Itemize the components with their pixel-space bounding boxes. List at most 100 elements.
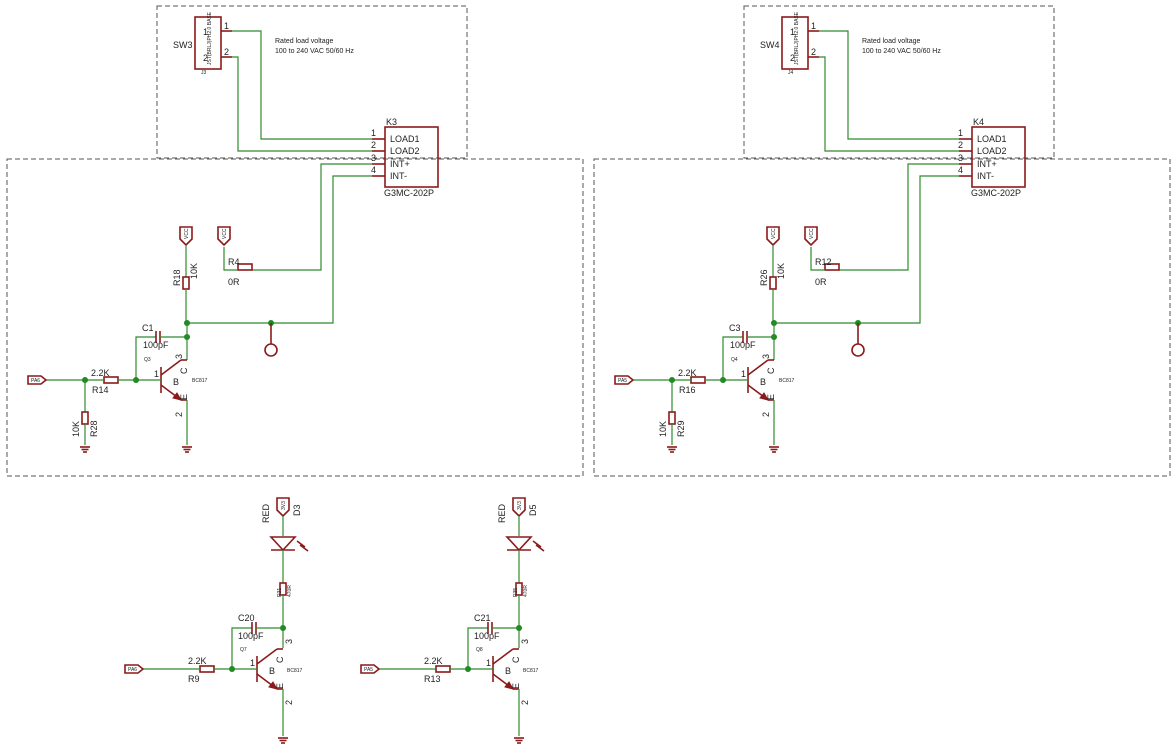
r-pull-value: 10K [776,263,786,279]
resistor [824,263,840,271]
pin-label-b: B [173,377,179,387]
r-series-value: 0R [228,277,240,287]
cap-name: C3 [729,323,741,333]
switch-name: SW4 [760,40,780,50]
net-port-label: PA5 [364,667,373,673]
relay-pin-label: LOAD1 [977,134,1007,144]
net-port-label: PA6 [31,378,40,384]
q-pin-3: 3 [520,639,530,644]
r-down-name: R29 [676,420,686,437]
connector-body [194,16,222,70]
pin-label-b: B [760,377,766,387]
wire [223,247,238,271]
rb-name: R13 [424,674,441,684]
led-color: RED [497,503,507,523]
q-name: Q8 [476,647,483,653]
supply-label: 3V3 [281,501,287,510]
q-part: BC817 [287,668,303,674]
cap-name: C20 [238,613,255,623]
connector-series: JST(BRLJ)PH2.0 BASE [794,11,800,65]
resistor [199,665,215,673]
wire [819,30,959,140]
pin-label-e: E [275,683,285,689]
pin-num: 1 [224,21,229,31]
pin-1: 1 [790,27,795,37]
relay-pin-num: 1 [371,128,376,138]
cap-value: 100pF [474,631,500,641]
transistor-collector [256,648,278,665]
led-ray [532,540,542,548]
pin-label-e: E [766,394,776,400]
wire [774,175,959,324]
q-pin-1: 1 [154,369,159,379]
pin-label-c: C [766,367,776,374]
q-name: Q3 [144,357,151,363]
resistor [668,411,676,425]
rating-note: 100 to 240 VAC 50/60 Hz [862,48,941,55]
led-color: RED [261,503,271,523]
relay-part: G3MC-202P [971,188,1021,198]
r-base-value: 2.2K [91,368,110,378]
r-pull-name: R18 [172,269,182,286]
net-port [614,375,635,385]
wire [722,336,743,380]
q-pin-2: 2 [174,412,184,417]
net-port [124,664,145,674]
relay-body [971,126,1026,188]
pin-num: 2 [811,47,816,57]
wire [187,175,372,324]
led-name: D3 [292,504,302,516]
cap-value: 100pF [143,340,169,350]
switch-frame [156,5,468,159]
transistor-collector [160,359,182,376]
transistor-arrow [172,392,183,401]
pin-label-e: E [511,683,521,689]
led-ray [535,544,545,552]
led-res-value: 470R [287,585,293,597]
relay-pin-label: INT- [977,171,994,181]
rb-name: R9 [188,674,200,684]
relay-body [384,126,439,188]
relay-pin-num: 2 [371,140,376,150]
connector-ref: J3 [201,70,207,76]
q-pin-1: 1 [250,658,255,668]
wire [252,163,372,271]
relay-pin-label: INT- [390,171,407,181]
r-series-name: R12 [815,257,832,267]
q-pin-2: 2 [284,700,294,705]
relay-name: K3 [386,117,397,127]
led-triangle [505,536,533,552]
supply-symbol [804,226,818,247]
resistor [81,411,89,425]
r-series-value: 0R [815,277,827,287]
relay-pin-num: 3 [371,153,376,163]
q-part: BC817 [523,668,539,674]
transistor-arrow [268,681,279,690]
relay-pin-num: 4 [958,165,963,175]
relay-pin-num: 4 [371,165,376,175]
relay-name: K4 [973,117,984,127]
led-res-value: 470R [523,585,529,597]
pin-label-b: B [505,666,511,676]
transistor-collector [492,648,514,665]
q-pin-1: 1 [741,369,746,379]
rb-value: 2.2K [424,656,443,666]
net-port [27,375,48,385]
net-port [360,664,381,674]
q-pin-3: 3 [174,354,184,359]
pin-label-c: C [275,656,285,663]
resistor [237,263,253,271]
connector-series: JST(BRLJ)PH2.0 BASE [207,11,213,65]
relay-pin-num: 3 [958,153,963,163]
wire [819,56,959,152]
supply-label: VCC [771,228,777,239]
wire [232,30,372,140]
net-port-label: PA6 [128,667,137,673]
cap-value: 100pF [730,340,756,350]
test-point [264,343,278,357]
driver-frame [6,158,584,477]
pin-2: 2 [790,53,795,63]
